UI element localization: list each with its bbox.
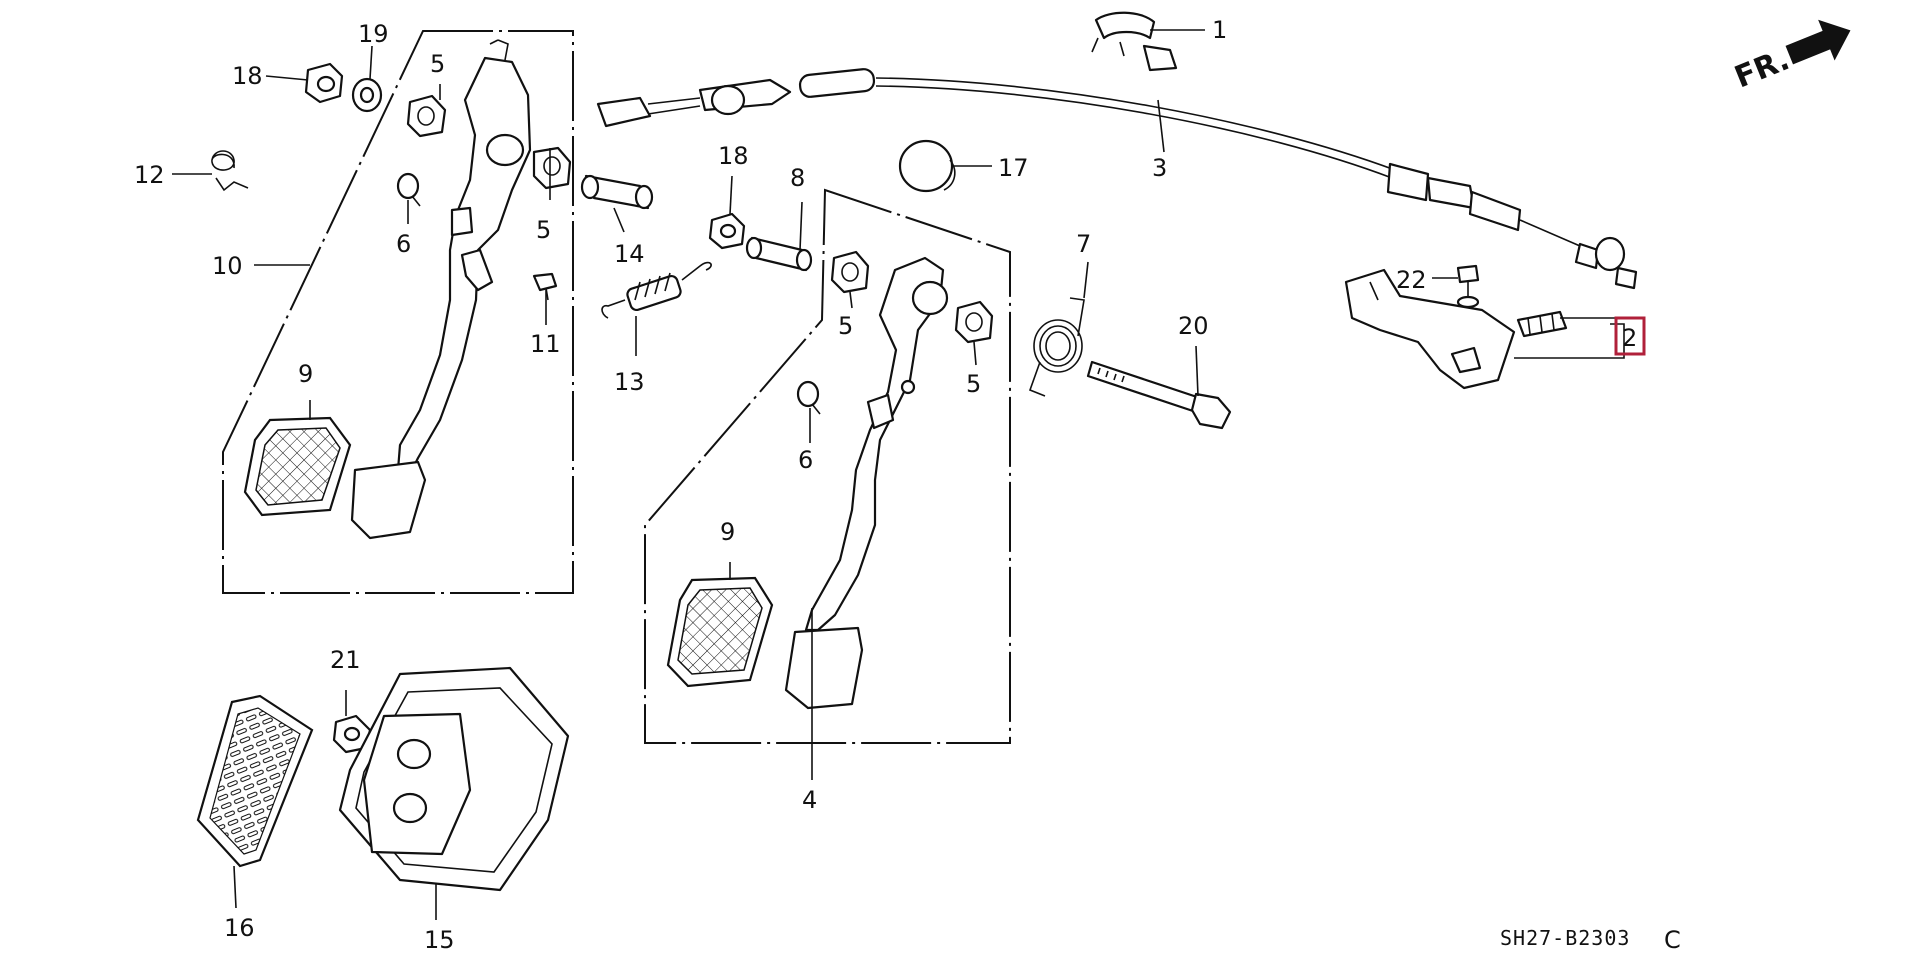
callout-19: 19 — [358, 20, 389, 48]
callout-10: 10 — [212, 252, 243, 280]
left-pedal-arm — [350, 39, 532, 540]
callout-11: 11 — [530, 330, 561, 358]
collar-5-top-left — [406, 94, 447, 138]
callout-16: 16 — [224, 914, 255, 942]
pedal-pad-9-left — [243, 416, 352, 517]
assembly-10-boundary — [222, 30, 574, 594]
callout-2-highlight — [1614, 316, 1646, 356]
clip-12 — [211, 150, 249, 192]
pedal-pad-16 — [196, 694, 314, 868]
callout-5-top-left: 5 — [430, 50, 445, 78]
callout-15: 15 — [424, 926, 455, 954]
cap-17 — [898, 139, 956, 193]
clip-1 — [1091, 11, 1178, 72]
pedal-pad-9-right — [666, 576, 774, 688]
front-direction-indicator: FR. — [1730, 19, 1851, 95]
bushing-18-center — [708, 212, 746, 250]
bolt-6-right — [796, 380, 821, 415]
callout-7: 7 — [1076, 230, 1091, 258]
diagram-code: SH27-B2303 — [1500, 926, 1630, 950]
collar-5-right-b — [954, 300, 994, 344]
collar-5-mid-left — [532, 146, 572, 190]
callout-5-mid-left: 5 — [536, 216, 551, 244]
callout-21: 21 — [330, 646, 361, 674]
callout-2[interactable]: 2 — [1622, 324, 1637, 352]
diagram-suffix: C — [1664, 926, 1681, 954]
spring-13 — [601, 261, 712, 319]
bolt-22 — [1456, 264, 1480, 309]
assembly-4-boundary — [644, 188, 1011, 744]
front-arrow-icon — [1785, 19, 1851, 65]
callout-4: 4 — [802, 786, 817, 814]
callout-20: 20 — [1178, 312, 1209, 340]
callout-12: 12 — [134, 161, 165, 189]
callout-6-left: 6 — [396, 230, 411, 258]
bolt-6-left — [396, 172, 421, 207]
bolt-20 — [1086, 360, 1232, 430]
callout-5-right-b: 5 — [966, 370, 981, 398]
callout-13: 13 — [614, 368, 645, 396]
callout-9-left: 9 — [298, 360, 313, 388]
spring-7 — [1028, 297, 1085, 397]
leader-lines — [172, 29, 1625, 920]
callout-1: 1 — [1212, 16, 1227, 44]
washer-19 — [351, 77, 383, 113]
bushing-18-left — [304, 62, 344, 104]
callout-9-right: 9 — [720, 518, 735, 546]
pipe-14 — [580, 174, 654, 210]
pipe-8 — [745, 236, 813, 272]
throttle-cable-3 — [596, 68, 1638, 290]
callout-14: 14 — [614, 240, 645, 268]
callout-17: 17 — [998, 154, 1029, 182]
callout-8: 8 — [790, 164, 805, 192]
screw-11 — [532, 272, 558, 301]
callout-22: 22 — [1396, 266, 1427, 294]
right-pedal-arm — [784, 256, 949, 710]
pedal-cover-15 — [338, 666, 570, 892]
callout-18-center: 18 — [718, 142, 749, 170]
callout-3: 3 — [1152, 154, 1167, 182]
callout-6-right: 6 — [798, 446, 813, 474]
bracket-2 — [1344, 268, 1568, 390]
collar-5-right-a — [830, 250, 870, 294]
front-label: FR. — [1730, 42, 1795, 95]
callout-5-right-a: 5 — [838, 312, 853, 340]
callout-18-left: 18 — [232, 62, 263, 90]
